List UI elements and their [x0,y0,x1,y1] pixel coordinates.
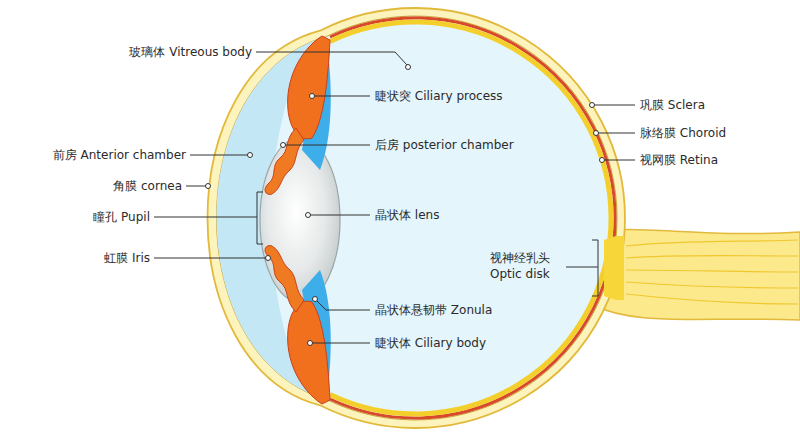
ciliary-body-shape [288,301,330,404]
leader-dot [406,65,411,70]
optic-disk-bracket [592,240,598,296]
nerve-fibre [626,282,798,288]
nerve-fibre [626,240,798,246]
leader-line [316,300,370,310]
part-label: 视神经乳头 Optic disk [490,250,574,282]
leader-dot [313,297,318,302]
part-label: 脉络膜 Choroid [640,125,726,141]
lower-front-structures [265,246,331,404]
leader-line [566,267,598,268]
leader-line [592,105,635,106]
leader-line [284,145,370,146]
part-label: 前房 Anterior chamber [53,147,186,163]
optic-nerve [590,229,800,320]
lens-shape [260,138,340,302]
choroid-layer [330,18,615,418]
leader-dot [310,94,315,99]
leader-lines [154,52,635,343]
leader-line [190,155,250,156]
leader-line [596,133,635,134]
nerve-fibre [626,270,798,272]
leader-dot [248,153,253,158]
part-label: 晶状体悬韧带 Zonula [375,302,492,318]
leader-line [313,96,370,97]
part-label: 角膜 cornea [113,178,182,194]
part-label: 玻璃体 Vitreous body [129,44,252,60]
pupil-bracket [257,192,263,244]
leader-line [154,258,268,259]
leader-dot [306,213,311,218]
eye-interior [217,16,618,420]
leader-line [186,186,208,187]
leader-line [256,52,407,65]
part-label: 巩膜 Sclera [640,97,705,113]
iris-shape [265,128,304,194]
optic-disk [604,236,624,300]
part-label: 虹膜 Iris [104,250,150,266]
leader-dot [590,103,595,108]
leader-dot [266,256,271,261]
part-label: 视网膜 Retina [640,152,718,168]
sclera [208,8,625,428]
nerve-fibre [626,294,798,304]
leader-dot [594,131,599,136]
leader-dot [206,184,211,189]
leader-dot [308,341,313,346]
leader-dots [206,65,605,346]
nerve-fibres [626,240,798,304]
part-label: 睫状体 Ciliary body [375,335,486,351]
part-label: 晶状体 lens [375,207,439,223]
leader-line [310,215,370,216]
retina-layer [330,22,611,414]
part-label: 后房 posterior chamber [375,137,514,153]
upper-front-structures [265,36,331,194]
leader-line [154,217,257,218]
leader-dot [600,158,605,163]
leader-dot [281,143,286,148]
ciliary-body-shape [288,36,330,139]
nerve-fibre [626,256,798,259]
leader-line [310,343,370,344]
leader-line [602,160,635,161]
part-label: 瞳孔 Pupil [93,209,150,225]
part-label: 睫状突 Ciliary process [375,88,503,104]
iris-shape [265,246,304,312]
